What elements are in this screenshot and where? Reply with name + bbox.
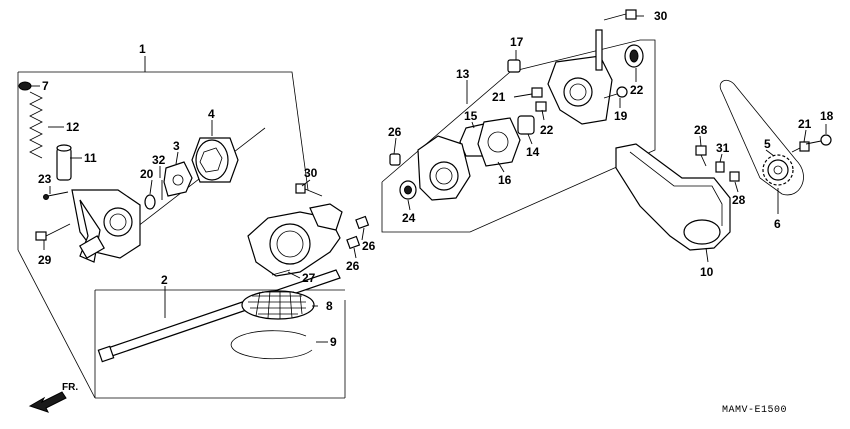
part-17-nut: [507, 59, 521, 73]
front-direction-label: FR.: [62, 382, 78, 393]
callout-10: 10: [700, 265, 714, 279]
callout-15: 15: [464, 109, 478, 123]
callout-4: 4: [208, 107, 215, 121]
callout-5: 5: [764, 137, 771, 151]
part-14-shaft: [517, 115, 535, 135]
part-12-spring: [29, 91, 43, 159]
callout-30-right: 30: [654, 9, 668, 23]
callout-1: 1: [139, 42, 146, 56]
callout-27: 27: [302, 271, 316, 285]
part-20-oring: [144, 194, 156, 210]
part-10-chain-guide: [615, 143, 731, 251]
callout-13: 13: [456, 67, 470, 81]
callout-17: 17: [510, 35, 524, 49]
callout-28-b: 28: [732, 193, 746, 207]
callout-11: 11: [84, 151, 97, 165]
callout-24: 24: [402, 211, 416, 225]
callout-25: 23: [38, 172, 52, 186]
part-5-sprocket: [762, 154, 794, 186]
part-29-bolt: [35, 223, 71, 241]
part-23-seal: [624, 44, 644, 68]
left-pump-body: [71, 189, 141, 263]
callout-2: 2: [161, 273, 168, 287]
callout-3: 3: [173, 139, 180, 153]
callout-21: 21: [798, 117, 812, 131]
callout-6: 6: [774, 217, 781, 231]
callout-31: 31: [716, 141, 730, 155]
part-24-seal: [399, 180, 417, 200]
part-30-bolt-right: [603, 9, 637, 21]
part-27-pin: [271, 269, 291, 276]
callout-32: 32: [152, 153, 166, 167]
part-16-outer-rotor: [477, 117, 521, 167]
part-13-pump-body: [417, 135, 471, 201]
part-25-bolt: [43, 191, 69, 200]
callout-16: 16: [498, 173, 512, 187]
diagram-code: MAMV-E1500: [722, 405, 787, 416]
callout-22-b: 22: [540, 123, 554, 137]
part-6-drive-chain: [719, 79, 804, 196]
part-22-dowel-b: [535, 101, 547, 112]
part-28-bolt-b: [729, 171, 740, 182]
part-26-dowel-a: [355, 215, 370, 230]
callout-9: 9: [330, 335, 337, 349]
part-7-clip: [18, 81, 32, 91]
part-8-strainer: [241, 290, 315, 320]
callout-23: 22: [630, 83, 644, 97]
callout-18: 18: [820, 109, 834, 123]
callout-29: 29: [38, 253, 52, 267]
part-4-outer-rotor: [191, 137, 239, 183]
callout-12: 12: [66, 120, 80, 134]
callout-26-a: 26: [362, 239, 376, 253]
callout-19: 19: [614, 109, 628, 123]
callout-30-left: 30: [304, 166, 318, 180]
callout-14: 14: [526, 145, 540, 159]
callout-26-b: 26: [346, 259, 360, 273]
part-28-bolt-a: [695, 145, 707, 167]
assembly-frame-1: [17, 71, 346, 399]
callout-22-a: 21: [492, 90, 506, 104]
part-26-dowel-b: [346, 235, 361, 250]
part-9-snap-ring: [230, 330, 313, 360]
part-26-dowel-c: [389, 153, 401, 166]
callout-7: 7: [42, 79, 49, 93]
assembly-frame-13: [381, 39, 656, 233]
front-arrow-icon: [28, 391, 67, 413]
part-30-bolt-left: [295, 183, 323, 197]
part-13-pump-cover: [547, 29, 613, 125]
leader-lines: [30, 15, 827, 343]
part-3-inner-rotor: [163, 161, 193, 197]
part-11-plunger: [56, 144, 72, 181]
part-22-dowel-a: [531, 87, 543, 98]
callout-20: 20: [140, 167, 154, 181]
part-21-bolt: [791, 141, 810, 153]
front-direction-indicator: FR.: [28, 382, 78, 413]
right-pump-housing: [247, 203, 343, 277]
callout-26-c: 26: [388, 125, 402, 139]
callout-labels: 1 7 12 11 23 29 20 32 3 4 30 27 2 8 9 26…: [38, 9, 834, 349]
part-18-bolt: [805, 134, 832, 146]
callout-28-a: 28: [694, 123, 708, 137]
callout-8: 8: [326, 299, 333, 313]
part-19-bolt: [603, 86, 628, 99]
part-31-collar: [715, 161, 725, 173]
